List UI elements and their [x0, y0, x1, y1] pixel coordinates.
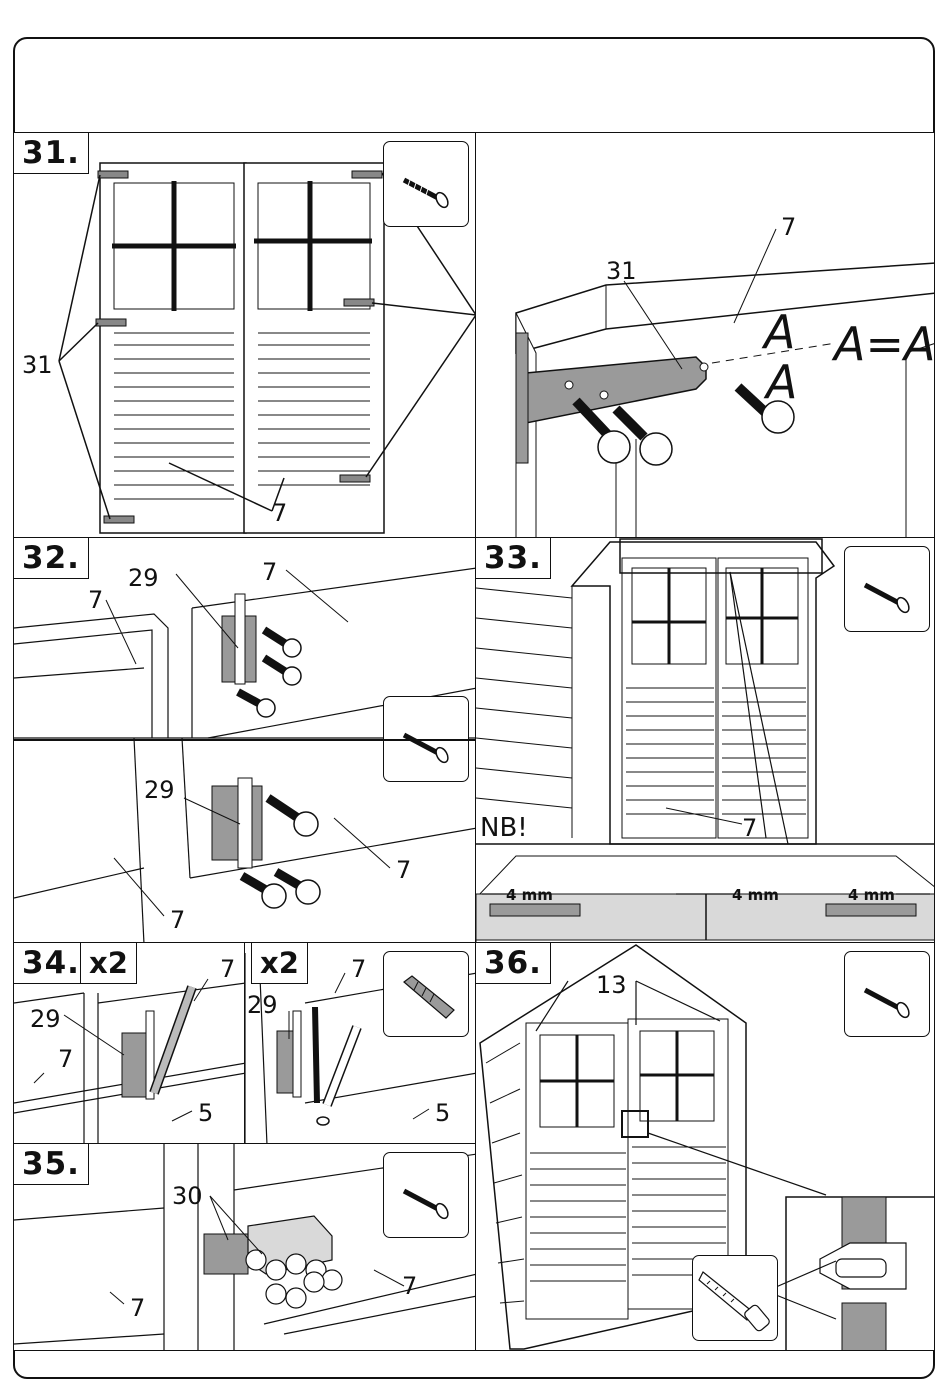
tool-box-saw	[692, 1255, 778, 1341]
part-label-29: 29	[30, 1007, 61, 1031]
step-33-panel: 33. NB! 7 4 mm 4 mm 4 mm	[475, 537, 935, 943]
part-label-7: 7	[351, 957, 366, 981]
part-label-7: 7	[272, 501, 287, 525]
step-number: 36.	[476, 943, 551, 984]
gap-label-center: 4 mm	[732, 886, 779, 904]
quantity-label: x2	[80, 943, 137, 984]
equation-label: A=A	[834, 317, 935, 371]
part-label-7: 7	[130, 1296, 145, 1320]
part-label-31: 31	[606, 259, 637, 283]
step-34-panel-b: x2 29 7 5	[244, 942, 476, 1144]
step-number: 35.	[14, 1144, 89, 1185]
step-35-panel: 35. 30 7 7	[13, 1143, 476, 1351]
screw-icon	[845, 952, 929, 1036]
gap-label-right: 4 mm	[848, 886, 895, 904]
part-label-29: 29	[247, 993, 278, 1017]
part-label-7: 7	[220, 957, 235, 981]
nb-note: NB!	[480, 816, 528, 840]
part-label-29: 29	[144, 778, 175, 802]
quantity-label: x2	[251, 943, 308, 984]
part-label-31: 31	[22, 353, 53, 377]
part-label-30: 30	[172, 1184, 203, 1208]
part-label-7: 7	[742, 816, 757, 840]
letter-a-top: A	[764, 305, 795, 359]
part-label-7: 7	[262, 560, 277, 584]
step-31-panel: 31. 31 7	[13, 132, 476, 538]
part-label-29: 29	[128, 566, 159, 590]
step-34-panel-a: 34. x2 29 7 7 5	[13, 942, 245, 1144]
part-label-5: 5	[435, 1101, 450, 1125]
part-label-7: 7	[88, 588, 103, 612]
part-label-7: 7	[402, 1274, 417, 1298]
step-number: 34.	[14, 943, 89, 984]
step-36-panel: 36. 13	[475, 942, 935, 1351]
letter-a-bottom: A	[766, 355, 797, 409]
step-32-divider	[13, 739, 476, 741]
step-number: 33.	[476, 538, 551, 579]
part-label-5: 5	[198, 1101, 213, 1125]
screw-icon	[845, 547, 929, 631]
part-label-7: 7	[396, 858, 411, 882]
tool-box-screw	[844, 546, 930, 632]
tool-box-screw	[383, 1152, 469, 1238]
tool-box-drill-bit	[383, 951, 469, 1037]
step-31-detail-panel: 31 7 A A A=A	[475, 132, 935, 538]
screw-icon	[384, 142, 468, 226]
part-label-7: 7	[170, 908, 185, 932]
tool-box-screw	[844, 951, 930, 1037]
saw-icon	[693, 1256, 777, 1340]
drill-bit-icon	[384, 952, 468, 1036]
tool-box-screw	[383, 141, 469, 227]
step-number: 32.	[14, 538, 89, 579]
gap-label-left: 4 mm	[506, 886, 553, 904]
part-label-7: 7	[58, 1047, 73, 1071]
part-label-13: 13	[596, 973, 627, 997]
step-number: 31.	[14, 133, 89, 174]
part-label-7: 7	[781, 215, 796, 239]
screw-icon	[384, 1153, 468, 1237]
